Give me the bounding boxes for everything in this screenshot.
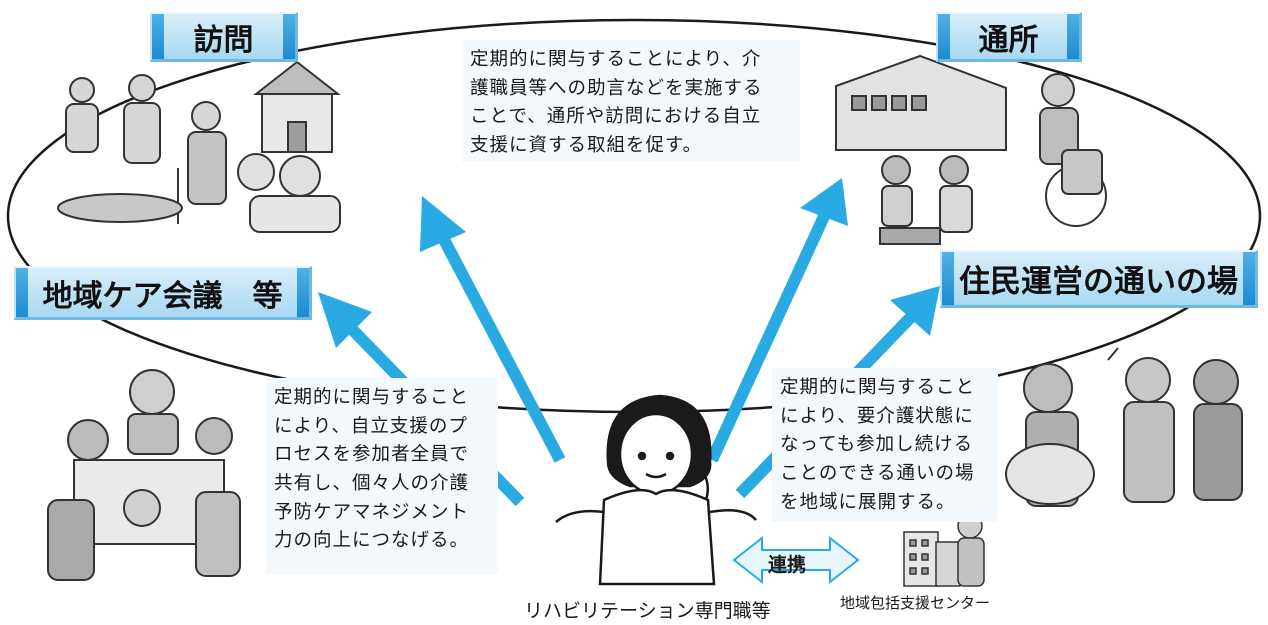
description-right: 定期的に関与すること により、要介護状態に なっても参加し続ける ことのできる通… <box>772 368 998 522</box>
care-meeting-illustration <box>47 369 241 581</box>
tag-kaigi: 地域ケア会議 等 <box>14 266 312 320</box>
arrow-to-houmon <box>420 196 566 463</box>
rehab-staff-illustration <box>555 394 757 586</box>
description-top-line: ことで、通所や訪問における自立 <box>470 106 762 128</box>
description-left: 定期的に関与すること により、自立支援のプ ロセスを参加者全員で 共有し、個々人… <box>266 378 498 574</box>
description-left-line: 予防ケアマネジメント <box>274 501 470 523</box>
care-visit-illustration <box>57 60 341 233</box>
description-top-line: 護職員等への助言などを実施する <box>470 77 763 99</box>
description-top: 定期的に関与することにより、介 護職員等への助言などを実施する ことで、通所や訪… <box>462 40 800 162</box>
description-right-line: 定期的に関与すること <box>780 377 976 398</box>
description-top-line: 定期的に関与することにより、介 <box>470 49 762 70</box>
tag-houmon: 訪問 <box>150 12 298 62</box>
description-left-line: により、自立支援のプ <box>274 415 468 437</box>
description-left-line: ロセスを参加者全員で <box>274 444 470 466</box>
arrow-to-tsusho <box>706 178 848 463</box>
staff-label: リハビリテーション専門職等 <box>524 600 771 622</box>
center-label: 地域包括支援センター <box>840 594 991 612</box>
gathering-place-illustration <box>1005 347 1243 507</box>
description-right-line: ことのできる通いの場 <box>780 463 975 485</box>
description-right-line: を地域に展開する。 <box>780 491 956 513</box>
description-top-line: 支援に資する取組を促す。 <box>470 135 703 157</box>
description-right-line: により、要介護状態に <box>780 405 974 427</box>
tag-tsusho: 通所 <box>936 12 1082 62</box>
description-right-line: なっても参加し続ける <box>780 434 974 456</box>
description-left-line: 共有し、個々人の介護 <box>274 473 470 495</box>
arrows <box>318 178 940 585</box>
tag-kayoi: 住民運営の通いの場 <box>940 250 1258 308</box>
renkei-arrow <box>732 535 860 585</box>
description-left-line: 定期的に関与すること <box>274 387 470 408</box>
renkei-label: 連携 <box>768 554 807 576</box>
community-center-illustration <box>903 513 985 587</box>
description-left-line: 力の向上につなげる。 <box>274 530 470 552</box>
day-service-illustration <box>835 54 1107 245</box>
